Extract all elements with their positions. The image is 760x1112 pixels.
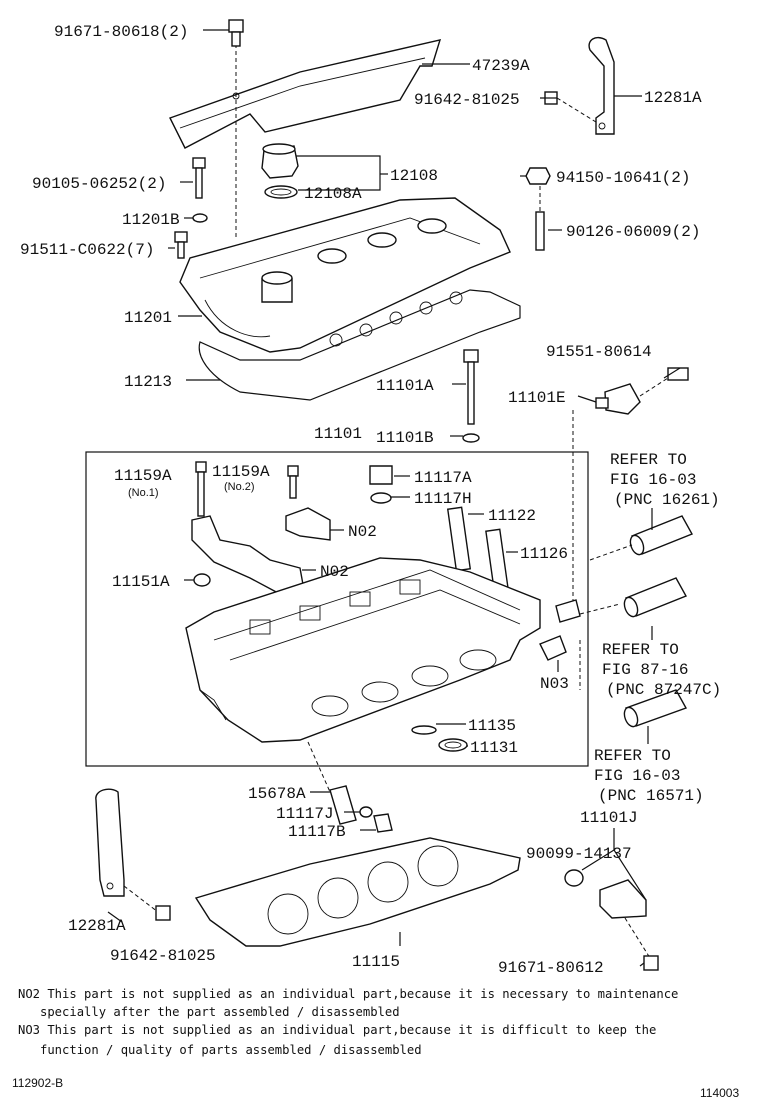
engine-hanger-bottom-drawing	[95, 788, 171, 921]
label-12108: 12108	[390, 167, 438, 185]
label-11126: 11126	[520, 545, 568, 563]
heat-insulator-drawing	[169, 39, 442, 149]
refer-to-ref1: REFER TO FIG 16-03 (PNC 16261)	[610, 451, 720, 509]
leader-lines	[107, 29, 681, 967]
oil-filler-cap-drawing	[261, 143, 299, 199]
stud-bolts-drawing	[174, 157, 208, 259]
label-91511-C0622: 91511-C0622(7)	[20, 241, 154, 259]
label-90105-06252: 90105-06252(2)	[32, 175, 166, 193]
head-gasket-drawing	[194, 837, 521, 947]
label-11151A: 11151A	[112, 573, 170, 591]
label-11159A-no2: 11159A	[212, 463, 270, 481]
union-and-plug-drawing	[307, 741, 393, 833]
label-11213: 11213	[124, 373, 172, 391]
label-n02-lower: N02	[320, 563, 349, 581]
ref3-line3: (PNC 16571)	[598, 787, 704, 805]
ref3-line1: REFER TO	[594, 747, 671, 765]
head-assembly-box	[85, 451, 589, 767]
label-11101B: 11101B	[376, 429, 434, 447]
bolt-91671-80618-drawing	[228, 19, 244, 47]
label-11201: 11201	[124, 309, 172, 327]
refer-to-ref3: REFER TO FIG 16-03 (PNC 16571)	[594, 747, 704, 805]
label-11201B: 11201B	[122, 211, 180, 229]
cylinder-head-drawing	[185, 557, 541, 743]
label-11135: 11135	[468, 717, 516, 735]
label-n02-upper: N02	[348, 523, 377, 541]
engine-hanger-top-drawing	[588, 36, 615, 135]
note-n02-line1: NO2 This part is not supplied as an indi…	[18, 987, 679, 1001]
hose-pipes-drawing	[623, 515, 693, 728]
label-11131: 11131	[470, 739, 518, 757]
ref2-line1: REFER TO	[602, 641, 679, 659]
label-91671-80612: 91671-80612	[498, 959, 604, 977]
nut-and-stud-drawing	[525, 167, 551, 251]
head-bolt-drawing	[462, 349, 480, 443]
label-11101A: 11101A	[376, 377, 434, 395]
bolt-91642-81025-top-drawing	[544, 91, 597, 123]
note-n02-line2: specially after the part assembled / dis…	[18, 1005, 400, 1019]
label-11117A: 11117A	[414, 469, 472, 487]
label-90099-14137: 90099-14137	[526, 845, 632, 863]
ref3-line2: FIG 16-03	[594, 767, 680, 785]
label-11101E: 11101E	[508, 389, 566, 407]
label-15678A: 15678A	[248, 785, 306, 803]
label-90126-06009: 90126-06009(2)	[566, 223, 700, 241]
n03-fittings-drawing	[539, 599, 581, 661]
part-labels: 91671-80618(2) 47239A 91642-81025 12281A…	[20, 23, 702, 977]
label-47239A: 47239A	[472, 57, 530, 75]
label-91551-80614: 91551-80614	[546, 343, 652, 361]
label-12281A-top: 12281A	[644, 89, 702, 107]
camshaft-bearing-caps-drawing	[191, 461, 331, 595]
label-11117J: 11117J	[276, 805, 334, 823]
sensor-11101j-drawing	[564, 869, 659, 971]
ref2-line3: (PNC 87247C)	[606, 681, 721, 699]
ref1-line3: (PNC 16261)	[614, 491, 720, 509]
head-cover-gasket-drawing	[198, 289, 521, 401]
label-11159A-no1-sub: (No.1)	[128, 487, 159, 499]
label-11159A-no2-sub: (No.2)	[224, 481, 255, 493]
plug-and-seal-drawing	[369, 465, 393, 504]
label-11117H: 11117H	[414, 490, 472, 508]
label-n03: N03	[540, 675, 569, 693]
label-94150-10641: 94150-10641(2)	[556, 169, 690, 187]
label-11101: 11101	[314, 425, 362, 443]
label-91642-81025-bottom: 91642-81025	[110, 947, 216, 965]
seals-drawing	[411, 725, 468, 752]
note-n03-line2: function / quality of parts assembled / …	[18, 1043, 422, 1057]
valve-guides-drawing	[446, 506, 509, 592]
ref1-line2: FIG 16-03	[610, 471, 696, 489]
cylinder-head-cover-drawing	[179, 197, 511, 353]
label-12108A: 12108A	[304, 185, 362, 203]
label-12281A-bottom: 12281A	[68, 917, 126, 935]
ref1-line1: REFER TO	[610, 451, 687, 469]
note-n03-line1: NO3 This part is not supplied as an indi…	[18, 1023, 657, 1037]
label-91642-81025-top: 91642-81025	[414, 91, 520, 109]
refer-to-ref2: REFER TO FIG 87-16 (PNC 87247C)	[602, 641, 721, 699]
label-11101J: 11101J	[580, 809, 638, 827]
cam-position-sensor-drawing	[595, 367, 689, 415]
ref2-line2: FIG 87-16	[602, 661, 688, 679]
label-11122: 11122	[488, 507, 536, 525]
label-11159A-no1: 11159A	[114, 467, 172, 485]
label-11115: 11115	[352, 953, 400, 971]
label-91671-80618: 91671-80618(2)	[54, 23, 188, 41]
label-11117B: 11117B	[288, 823, 346, 841]
footer-right-code: 114003	[700, 1086, 740, 1100]
footer-left-code: 112902-B	[12, 1076, 64, 1090]
